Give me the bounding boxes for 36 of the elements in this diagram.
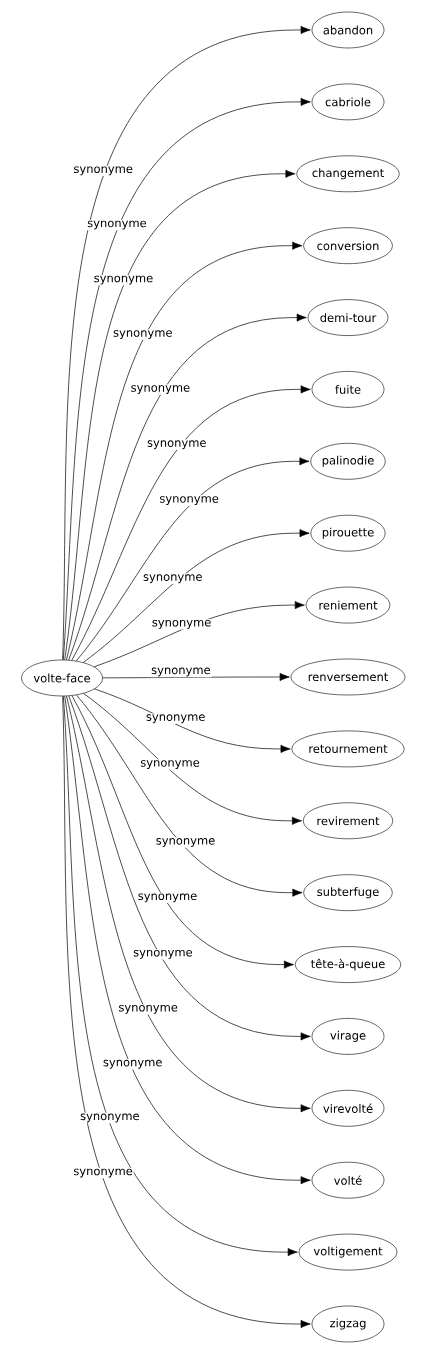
arrow [66, 241, 303, 661]
arrow [83, 529, 310, 663]
arrow [63, 695, 298, 1257]
edge-label: synonyme [102, 1059, 164, 1070]
arrow [64, 169, 296, 661]
arrow [94, 688, 291, 753]
edge-label: synonyme [142, 573, 204, 584]
edge-label: synonyme [72, 1167, 134, 1179]
edge-label: synonyme [151, 619, 213, 630]
arrow [71, 385, 311, 661]
edge-label: synonyme [158, 495, 220, 506]
edge-label: synonyme [145, 713, 207, 724]
edge-label: synonyme [79, 1112, 141, 1124]
edge-label: synonyme [117, 1004, 179, 1015]
arrow [76, 457, 310, 662]
arrow [68, 313, 307, 661]
edge-label: synonyme [146, 439, 208, 450]
arrow [62, 695, 311, 1328]
edge-label: synonyme [86, 219, 148, 231]
edge-label: synonyme [112, 329, 174, 340]
arrow [76, 694, 303, 897]
arrow [66, 695, 311, 1113]
arrow [102, 673, 290, 681]
edge-label: synonyme [72, 165, 134, 177]
edge-label: synonyme [136, 892, 199, 904]
edge-label: synonyme [139, 759, 201, 770]
arrow [83, 693, 302, 825]
edge-label: synonyme [132, 949, 194, 960]
edge-label: synonyme [92, 274, 154, 286]
edge-label: synonyme [154, 837, 217, 848]
arrow [71, 695, 294, 969]
arrow [93, 601, 305, 668]
edge-label: synonyme [150, 666, 212, 678]
edge-label: synonyme [129, 384, 191, 395]
arrow [64, 695, 311, 1185]
arrow [68, 695, 311, 1041]
